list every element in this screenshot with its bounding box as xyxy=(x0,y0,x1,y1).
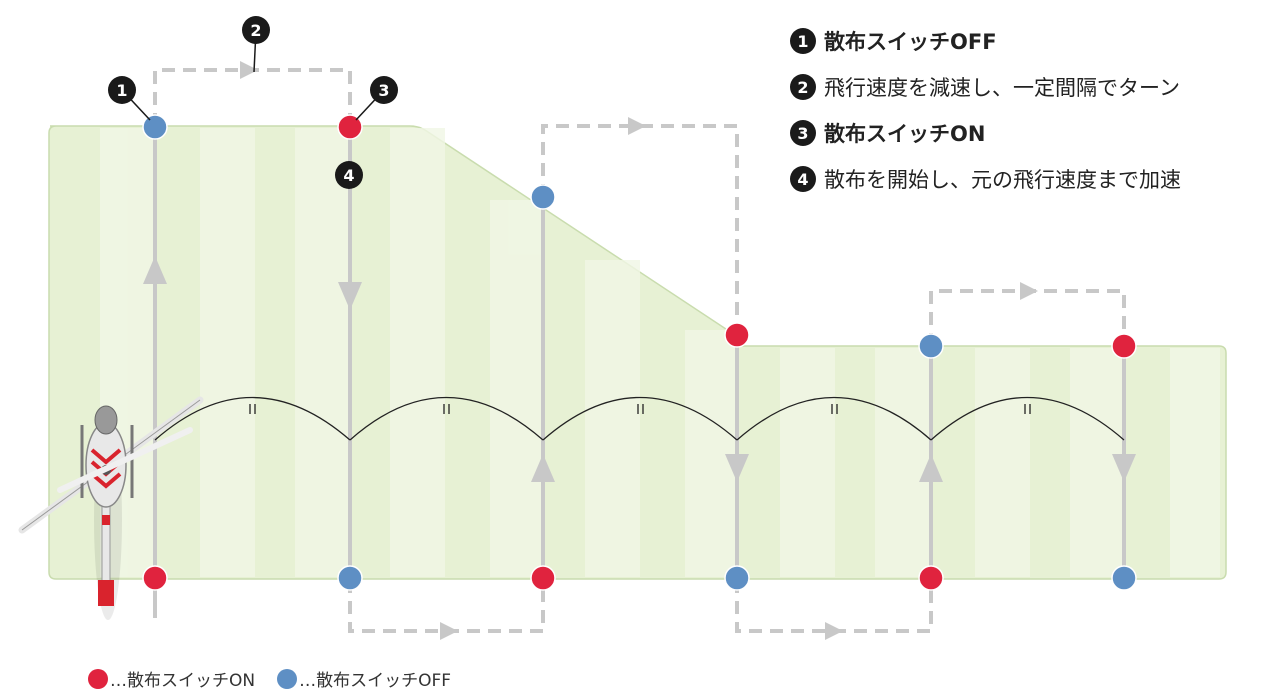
switch-on-point xyxy=(918,565,944,591)
switch-on-point xyxy=(1111,333,1137,359)
marker-2-label: 2 xyxy=(250,21,261,40)
cockpit xyxy=(94,405,118,435)
down-arrow xyxy=(338,282,362,310)
switch-off-point xyxy=(142,114,168,140)
spacing-arc xyxy=(349,396,544,441)
marker-1-icon xyxy=(108,76,136,104)
tail-fin xyxy=(98,580,114,606)
step-2: 2 飛行速度を減速し、一定間隔でターン xyxy=(790,64,1181,110)
turn-path-4 xyxy=(735,580,933,633)
equal-spacing-arcs xyxy=(154,396,1125,441)
turn-path-2 xyxy=(348,580,545,633)
switch-off-point xyxy=(918,333,944,359)
switch-on-point xyxy=(337,114,363,140)
turn-arrows xyxy=(240,61,1038,640)
up-arrow xyxy=(919,454,943,482)
turn-path-5 xyxy=(929,289,1126,346)
key-on-label: …散布スイッチON xyxy=(110,671,256,691)
step-4-number: 4 xyxy=(790,166,816,192)
spacing-arc xyxy=(542,396,738,441)
step-2-text: 飛行速度を減速し、一定間隔でターン xyxy=(824,76,1180,100)
marker-1-label: 1 xyxy=(116,81,127,100)
switch-off-point xyxy=(724,565,750,591)
step-markers: 1 2 3 4 xyxy=(108,16,398,189)
switch-points xyxy=(142,114,1137,591)
switch-on-dot-icon xyxy=(88,668,108,689)
step-4: 4 散布を開始し、元の飛行速度まで加速 xyxy=(790,156,1181,202)
switch-on-point xyxy=(724,322,750,348)
step-3-text: 散布スイッチON xyxy=(824,122,986,146)
step-1-text: 散布スイッチOFF xyxy=(824,30,997,54)
spacing-arc xyxy=(154,396,351,441)
marker-4-label: 4 xyxy=(343,166,354,185)
switch-on-point xyxy=(142,565,168,591)
up-arrow xyxy=(531,454,555,482)
spacing-arc xyxy=(736,396,932,441)
rotor-blade xyxy=(57,427,193,493)
marker-2-icon xyxy=(242,16,270,44)
equal-spacing-ticks xyxy=(249,404,1031,414)
marker-3-label: 3 xyxy=(378,81,389,100)
switch-off-point xyxy=(530,184,556,210)
step-2-number: 2 xyxy=(790,74,816,100)
turn-arrow xyxy=(440,622,458,640)
tail-stripe xyxy=(102,515,110,525)
step-3-number: 3 xyxy=(790,120,816,146)
step-legend: 1 散布スイッチOFF 2 飛行速度を減速し、一定間隔でターン 3 散布スイッチ… xyxy=(790,18,1181,202)
marker-3-icon xyxy=(370,76,398,104)
turn-arrow xyxy=(1020,282,1038,300)
switch-off-point xyxy=(1111,565,1137,591)
step-1: 1 散布スイッチOFF xyxy=(790,18,1181,64)
key-off: …散布スイッチOFF xyxy=(277,666,451,691)
field-stripes xyxy=(100,128,1220,577)
key-off-label: …散布スイッチOFF xyxy=(299,671,452,691)
down-arrow xyxy=(725,454,749,482)
step-3: 3 散布スイッチON xyxy=(790,110,1181,156)
spacing-arc xyxy=(930,396,1125,441)
switch-off-dot-icon xyxy=(277,668,298,689)
marker-4-icon xyxy=(335,161,363,189)
down-arrow xyxy=(1112,454,1136,482)
turn-arrow xyxy=(825,622,843,640)
step-4-text: 散布を開始し、元の飛行速度まで加速 xyxy=(824,168,1181,192)
turn-arrow xyxy=(628,117,646,135)
helicopter-icon xyxy=(18,396,204,620)
switch-off-point xyxy=(337,565,363,591)
step-1-number: 1 xyxy=(790,28,816,54)
turn-path-1 xyxy=(153,68,352,126)
switch-on-point xyxy=(530,565,556,591)
color-key: …散布スイッチON …散布スイッチOFF xyxy=(88,666,473,691)
direction-arrows xyxy=(143,256,1136,482)
turn-arrow xyxy=(240,61,258,79)
key-on: …散布スイッチON xyxy=(88,666,255,691)
up-arrow xyxy=(143,256,167,284)
